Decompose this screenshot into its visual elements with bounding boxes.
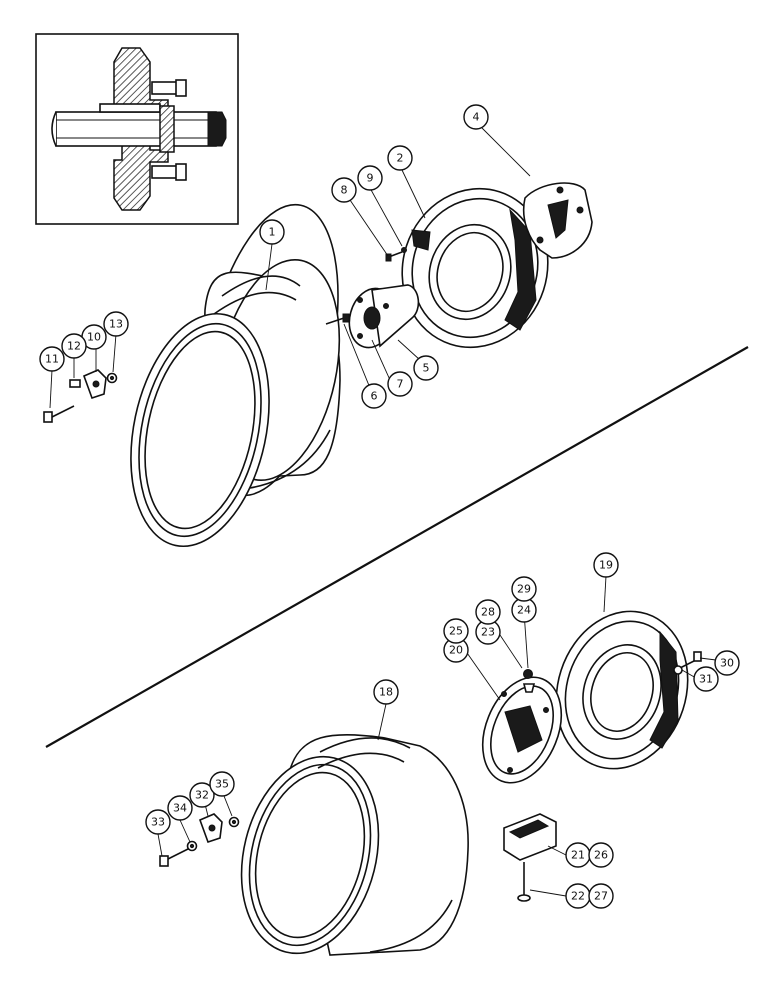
inset-lower-bolt <box>151 165 179 179</box>
svg-text:7: 7 <box>397 378 404 391</box>
callout-25: 25 <box>443 618 469 644</box>
callout-6: 6 <box>361 383 387 409</box>
bolt-6 <box>325 313 350 325</box>
clamp-32 <box>198 813 223 844</box>
callout-9: 9 <box>357 165 383 191</box>
leader-lines <box>49 127 717 897</box>
svg-text:22: 22 <box>571 890 585 903</box>
callout-21: 21 <box>565 842 591 868</box>
svg-text:8: 8 <box>341 184 348 197</box>
callout-28: 28 <box>475 599 501 625</box>
callout-2: 2 <box>387 145 413 171</box>
svg-text:10: 10 <box>87 331 101 344</box>
svg-text:13: 13 <box>109 318 123 331</box>
bolt-11 <box>43 405 75 423</box>
bolt-30-31 <box>673 651 702 675</box>
inset-upper-bolt <box>151 81 179 95</box>
wedge-21-26 <box>503 813 557 861</box>
callout-32: 32 <box>189 782 215 808</box>
bolt-22-27 <box>517 862 531 902</box>
hub-plate-lower <box>481 676 563 784</box>
callout-7: 7 <box>387 371 413 397</box>
backing-plate-lower <box>555 610 689 770</box>
inset-section-view <box>35 33 239 225</box>
washer-34 <box>186 840 198 852</box>
bolt-8-9 <box>385 247 407 262</box>
callout-19: 19 <box>593 552 619 578</box>
svg-text:35: 35 <box>215 778 229 791</box>
backing-plate-upper <box>401 187 549 349</box>
clamp-10 <box>82 369 107 400</box>
svg-text:1: 1 <box>269 226 276 239</box>
callout-18: 18 <box>373 679 399 705</box>
svg-text:18: 18 <box>379 686 393 699</box>
svg-text:23: 23 <box>481 626 495 639</box>
svg-text:31: 31 <box>699 673 713 686</box>
callout-8: 8 <box>331 177 357 203</box>
shaft-key <box>99 103 161 113</box>
callout-35: 35 <box>209 771 235 797</box>
callout-22: 22 <box>565 883 591 909</box>
callout-13: 13 <box>103 311 129 337</box>
clip-12 <box>69 379 81 388</box>
nut-13 <box>106 372 118 384</box>
callout-26: 26 <box>588 842 614 868</box>
callout-34: 34 <box>167 795 193 821</box>
svg-text:28: 28 <box>481 606 495 619</box>
callout-33: 33 <box>145 809 171 835</box>
clamp-plate-upper <box>522 182 593 259</box>
svg-text:29: 29 <box>517 583 531 596</box>
nut-23-24 <box>522 669 536 693</box>
axle-shaft <box>55 111 217 147</box>
wheel-hub-upper <box>348 284 420 349</box>
callout-24: 24 <box>511 597 537 623</box>
svg-text:33: 33 <box>151 816 165 829</box>
inset-shaft-nut <box>207 111 227 147</box>
svg-text:30: 30 <box>720 657 734 670</box>
svg-text:20: 20 <box>449 644 463 657</box>
inset-frame <box>35 33 239 225</box>
wheel-rim-upper <box>130 203 341 548</box>
bolt-33 <box>159 847 191 867</box>
callout-29: 29 <box>511 576 537 602</box>
svg-text:25: 25 <box>449 625 463 638</box>
svg-text:6: 6 <box>371 390 378 403</box>
svg-text:24: 24 <box>517 604 531 617</box>
svg-text:32: 32 <box>195 789 209 802</box>
callout-4: 4 <box>463 104 489 130</box>
svg-text:26: 26 <box>594 849 608 862</box>
wheel-rim-lower <box>240 733 469 956</box>
svg-text:11: 11 <box>45 353 59 366</box>
callout-27: 27 <box>588 883 614 909</box>
callout-1: 1 <box>259 219 285 245</box>
nut-35 <box>228 816 240 828</box>
svg-text:5: 5 <box>423 362 430 375</box>
svg-text:9: 9 <box>367 172 374 185</box>
callout-10: 10 <box>81 324 107 350</box>
callout-5: 5 <box>413 355 439 381</box>
callout-12: 12 <box>61 333 87 359</box>
callout-11: 11 <box>39 346 65 372</box>
svg-text:2: 2 <box>397 152 404 165</box>
callout-30: 30 <box>714 650 740 676</box>
callout-31: 31 <box>693 666 719 692</box>
svg-text:34: 34 <box>173 802 187 815</box>
callout-20: 20 <box>443 637 469 663</box>
svg-text:12: 12 <box>67 340 81 353</box>
svg-text:19: 19 <box>599 559 613 572</box>
svg-text:27: 27 <box>594 890 608 903</box>
svg-text:21: 21 <box>571 849 585 862</box>
svg-text:4: 4 <box>473 111 480 124</box>
group-divider-line <box>45 346 749 748</box>
